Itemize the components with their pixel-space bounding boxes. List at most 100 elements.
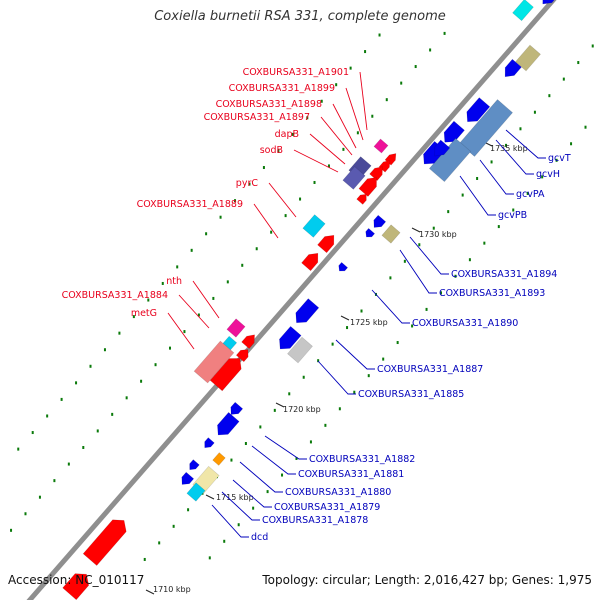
reverse-gene-label: COXBURSA331_A1879 <box>274 502 380 513</box>
reverse-label-leader <box>232 479 272 508</box>
guide-dot <box>342 147 345 151</box>
reverse-label-leader <box>459 175 496 216</box>
guide-dot <box>187 508 190 512</box>
guide-dot <box>447 210 450 214</box>
guide-dot <box>306 116 309 120</box>
reverse-gene-label: COXBURSA331_A1882 <box>309 454 415 465</box>
forward-label-leader <box>320 116 353 156</box>
guide-dot <box>205 232 208 236</box>
gene-arrow <box>504 58 522 78</box>
forward-label-leader <box>293 149 339 173</box>
guide-dot <box>176 265 179 269</box>
gene-arrow <box>466 97 491 123</box>
reverse-gene-label: gcvH <box>536 169 560 180</box>
gene-arrow <box>373 214 387 228</box>
scale-tick-label: 1725 kbp <box>350 318 388 327</box>
gene-block <box>373 138 389 154</box>
guide-dot <box>284 214 287 218</box>
gene-arrow <box>217 411 240 436</box>
gene-block <box>515 44 541 72</box>
guide-dot <box>259 425 262 429</box>
guide-dot <box>208 556 211 560</box>
guide-dot <box>324 423 327 427</box>
guide-dot <box>429 48 432 52</box>
reverse-label-leader <box>317 360 356 395</box>
scale-tick-label: 1730 kbp <box>419 230 457 239</box>
topology-text: Topology: circular; Length: 2,016,427 bp… <box>262 573 592 587</box>
guide-dot <box>183 330 186 334</box>
guide-dot <box>67 462 70 466</box>
gene-features <box>62 0 559 600</box>
guide-dot <box>158 541 161 545</box>
forward-label-leader <box>178 294 210 329</box>
forward-label-leader <box>167 312 195 350</box>
guide-dot <box>356 131 359 135</box>
gene-arrow <box>358 177 377 197</box>
guide-dot <box>281 473 284 477</box>
guide-dot <box>389 276 392 280</box>
guide-dot <box>425 307 428 311</box>
forward-gene-label: dapB <box>275 129 299 140</box>
guide-dot <box>414 65 417 69</box>
reverse-gene-label: gcvPB <box>498 210 527 221</box>
reverse-gene-label: COXBURSA331_A1894 <box>451 269 557 280</box>
reverse-label-leader <box>505 129 546 159</box>
guide-dot <box>346 326 349 330</box>
guide-dot <box>454 274 457 278</box>
guide-dot <box>219 215 222 219</box>
guide-dot <box>234 199 237 203</box>
map-title: Coxiella burnetii RSA 331, complete geno… <box>154 9 446 24</box>
guide-dot <box>497 225 500 229</box>
reverse-label-leader <box>409 236 449 275</box>
gene-arrow <box>235 349 249 363</box>
guide-dot <box>562 77 565 81</box>
gene-arrow <box>279 325 302 350</box>
guide-dot <box>143 557 146 561</box>
guide-dot <box>349 66 352 70</box>
reverse-gene-label: gcvPA <box>516 189 545 200</box>
guide-dot <box>353 390 356 394</box>
guide-dot <box>295 456 298 460</box>
gene-block <box>302 214 326 238</box>
gene-arrow <box>62 573 90 600</box>
gene-arrow <box>542 0 559 5</box>
forward-gene-label: COXBURSA331_A1898 <box>216 99 322 110</box>
reverse-label-leader <box>264 435 307 460</box>
forward-gene-label: COXBURSA331_A1899 <box>229 83 335 94</box>
forward-gene-label: COXBURSA331_A1897 <box>204 112 310 123</box>
guide-dot <box>169 346 172 350</box>
scale-tick-mark <box>205 494 215 500</box>
guide-dot <box>512 208 515 212</box>
forward-label-leader <box>253 203 279 239</box>
guide-dot <box>519 127 522 131</box>
guide-dot <box>223 539 226 543</box>
guide-dot <box>277 149 280 153</box>
guide-dot <box>103 348 106 352</box>
guide-dot <box>60 397 63 401</box>
guide-dot <box>364 50 367 54</box>
guide-dot <box>385 98 388 102</box>
guide-dot <box>111 412 114 416</box>
forward-label-leader <box>359 71 368 131</box>
gene-arrow <box>317 234 335 254</box>
accession-text: Accession: NC_010117 <box>8 573 145 587</box>
reverse-gene-label: COXBURSA331_A1878 <box>262 515 368 526</box>
gene-arrow <box>82 519 127 566</box>
guide-dot <box>555 158 558 162</box>
reverse-label-leader <box>479 159 514 195</box>
gene-arrow <box>241 334 255 349</box>
forward-gene-label: sodB <box>260 145 283 156</box>
gene-arrow <box>434 139 451 157</box>
guide-dot <box>309 440 312 444</box>
reverse-label-leader <box>221 491 260 521</box>
reverse-label-leader <box>495 139 534 175</box>
forward-gene-label: COXBURSA331_A1889 <box>137 199 243 210</box>
gene-block <box>212 452 226 466</box>
guide-dot <box>468 258 471 262</box>
guide-dot <box>140 379 143 383</box>
gene-arrow <box>181 471 195 485</box>
forward-label-leader <box>192 280 220 319</box>
guide-dot <box>570 142 573 146</box>
guide-dot <box>327 164 330 168</box>
guide-dot <box>288 392 291 396</box>
